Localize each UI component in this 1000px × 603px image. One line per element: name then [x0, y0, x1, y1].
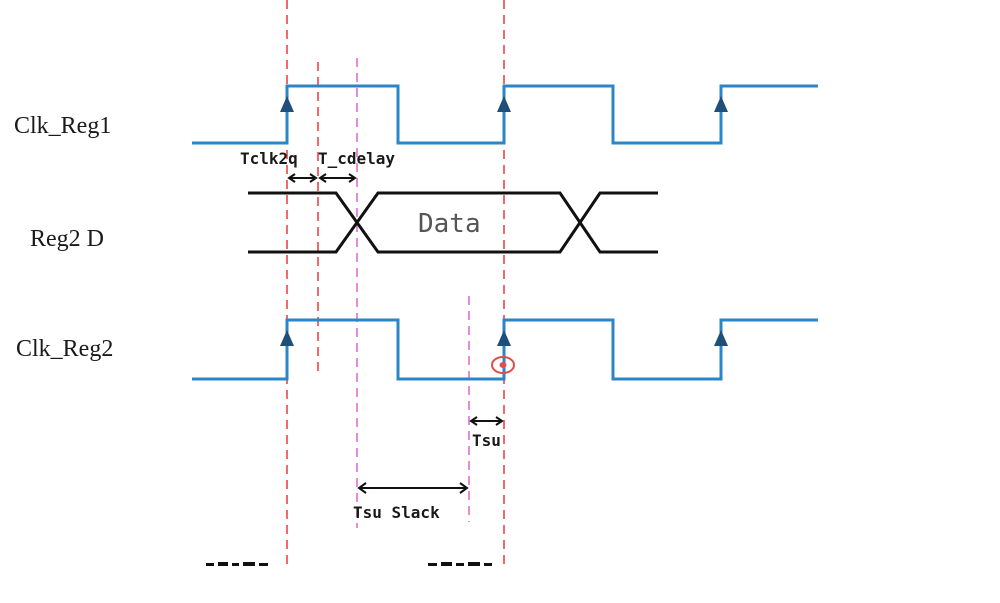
reg2-d-waveform — [248, 191, 658, 254]
reg2-d-label: Reg2 D — [30, 226, 104, 252]
clk-reg1-waveform — [192, 84, 818, 145]
clk-reg1-label: Clk_Reg1 — [14, 113, 111, 139]
t-cdelay-arrow — [318, 173, 357, 183]
data-label: Data — [418, 209, 481, 239]
t-cdelay-label: T_cdelay — [318, 149, 395, 168]
cropped-text-fragment — [206, 562, 268, 566]
rising-edge-icon — [714, 96, 728, 112]
tsu-slack-label: Tsu Slack — [353, 503, 440, 522]
tsu-slack-arrow — [357, 482, 469, 494]
clk-reg2-waveform — [192, 318, 818, 381]
rising-edge-icon — [714, 330, 728, 346]
cropped-text-fragment — [428, 562, 492, 566]
rising-edge-icon — [497, 330, 511, 346]
rising-edge-icon — [497, 96, 511, 112]
clk-reg2-label: Clk_Reg2 — [16, 336, 113, 362]
tsu-arrow — [469, 416, 504, 426]
rising-edge-icon — [280, 330, 294, 346]
tclk2q-label: Tclk2q — [240, 149, 298, 168]
capture-point-icon — [491, 356, 515, 374]
tsu-label: Tsu — [472, 431, 501, 450]
rising-edge-icon — [280, 96, 294, 112]
tclk2q-arrow — [287, 173, 318, 183]
